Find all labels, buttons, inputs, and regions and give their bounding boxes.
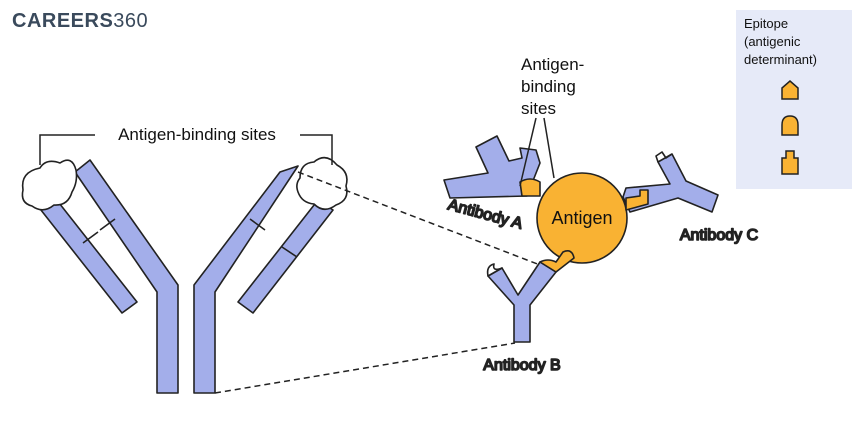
left-binding-sites-label: Antigen-binding sites — [118, 125, 276, 144]
heavy-chain-left — [74, 159, 179, 394]
rounded-epitope-icon — [781, 115, 799, 136]
left-binding-sites-annotation: Antigen-binding sites — [39, 125, 333, 165]
pointer-line-2 — [543, 117, 555, 179]
legend-title-line-3: determinant) — [744, 52, 817, 67]
brand-name: CAREERS — [12, 10, 113, 32]
heavy-chain-right-domain-line — [249, 218, 266, 231]
binding-site-right — [296, 156, 348, 211]
antibody-a-body — [443, 135, 541, 199]
antibody-c-label: Antibody C — [680, 227, 758, 244]
svg-text:Epitope (antigenic: Epitope (antigenic determinant) — [744, 16, 817, 67]
antigen-label: Antigen — [551, 208, 612, 228]
right-binding-sites-line-1: Antigen- — [521, 55, 584, 74]
antibody-b-binding-site — [486, 263, 503, 277]
notched-epitope-icon — [781, 150, 799, 175]
antibody-b-body — [487, 261, 557, 343]
brand-logo: CAREERS360 — [12, 10, 148, 32]
right-binding-sites-line-2: binding — [521, 77, 576, 96]
antigen-body — [536, 172, 628, 264]
bracket-right-arm — [300, 134, 333, 165]
antibody-a: Antibody A — [443, 135, 541, 234]
legend-title-line-2: (antigenic — [744, 34, 801, 49]
heavy-chain-right — [193, 165, 299, 394]
antibody-c-epitope — [625, 189, 649, 211]
large-antibody — [21, 156, 348, 394]
brand-number: 360 — [113, 10, 148, 32]
epitope-legend: Epitope (antigenic determinant) — [736, 10, 852, 189]
bracket-left-arm — [39, 134, 95, 165]
pointer-line-1 — [519, 117, 537, 187]
right-binding-sites-annotation: Antigen- binding sites — [519, 55, 589, 187]
antibody-b-label: Antibody B — [483, 357, 560, 374]
antigen: Antigen — [536, 172, 628, 264]
light-chain-left-domain-line — [82, 231, 99, 244]
zoom-line-top — [297, 171, 554, 271]
light-chain-right-domain-line — [281, 246, 298, 258]
svg-text:Antigen- binding s: Antigen- binding sites — [521, 55, 589, 118]
heavy-chain-left-domain-line — [99, 218, 116, 231]
antibody-a-epitope — [519, 178, 541, 197]
antibody-c-binding-notch — [655, 151, 673, 163]
antibody-b-epitope — [539, 250, 575, 273]
antibody-a-label: Antibody A — [446, 197, 525, 233]
legend-title-line-1: Epitope — [744, 16, 788, 31]
antibody-b: Antibody B — [483, 250, 575, 375]
zoom-line-bottom — [214, 342, 516, 394]
antibody-c: Antibody C — [622, 151, 759, 245]
binding-site-left — [21, 159, 78, 211]
right-binding-sites-line-3: sites — [521, 99, 556, 118]
svg-text:CAREERS360: CAREERS360 — [12, 10, 148, 32]
pentagon-epitope-icon — [781, 80, 799, 100]
